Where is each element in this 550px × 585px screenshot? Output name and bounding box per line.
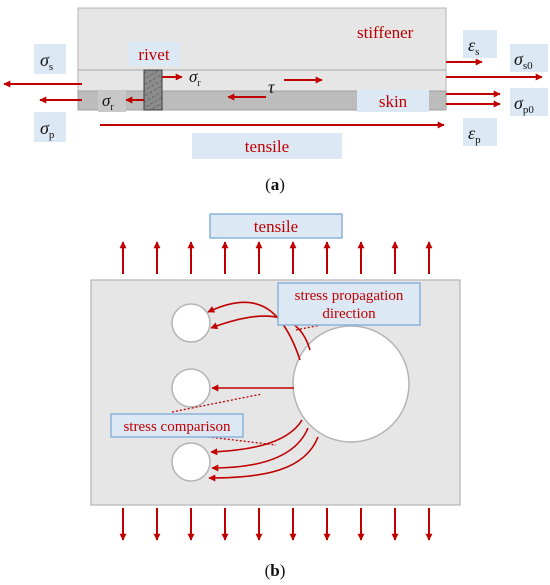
tensile-label-box-a bbox=[192, 133, 342, 159]
rivet-label-box bbox=[128, 42, 180, 66]
sigma-s0-box bbox=[510, 44, 548, 72]
tensile-label-box-b bbox=[209, 213, 343, 239]
leader-comparison-top bbox=[171, 393, 263, 413]
sigma-p0-symbol: σp0 bbox=[514, 93, 534, 116]
eps-p-symbol: εp bbox=[468, 123, 481, 146]
stiffener-label: stiffener bbox=[357, 23, 414, 42]
skin-label-box bbox=[357, 90, 429, 112]
panel-a: stiffener rivet skin σs σp σr σr τ bbox=[3, 7, 548, 194]
propagation-curve-5 bbox=[211, 427, 309, 472]
large-hole bbox=[292, 325, 410, 443]
propagation-label-line1: stress propagation bbox=[295, 288, 404, 304]
tensile-label-a: tensile bbox=[245, 137, 289, 156]
sigma-p-symbol: σp bbox=[40, 118, 55, 141]
eps-p-box bbox=[463, 118, 497, 146]
rivet bbox=[143, 69, 163, 111]
tau-symbol: τ bbox=[268, 77, 275, 97]
sigma-r-left-symbol: σr bbox=[102, 91, 114, 113]
sigma-s0-symbol: σs0 bbox=[514, 49, 533, 72]
eps-s-symbol: εs bbox=[468, 35, 479, 58]
caption-b: (b) bbox=[265, 561, 286, 580]
sigma-p-box bbox=[34, 112, 66, 142]
propagation-curve-6 bbox=[208, 436, 319, 482]
small-hole-top bbox=[171, 303, 211, 343]
rivet-label: rivet bbox=[138, 45, 169, 64]
propagation-curve-4 bbox=[210, 419, 303, 456]
skin-label: skin bbox=[379, 92, 408, 111]
comparison-label: stress comparison bbox=[123, 419, 231, 435]
sigma-r-left-box bbox=[98, 90, 126, 112]
propagation-curve-1 bbox=[207, 301, 301, 361]
panel-b: tensile bbox=[90, 213, 461, 580]
sigma-s-box bbox=[34, 44, 66, 74]
caption-a: (a) bbox=[265, 175, 285, 194]
comparison-label-box bbox=[110, 413, 244, 438]
eps-s-box bbox=[463, 30, 497, 58]
sigma-p0-box bbox=[510, 88, 548, 116]
propagation-label-box bbox=[277, 282, 421, 326]
small-hole-bottom bbox=[171, 442, 211, 482]
sigma-r-right-symbol: σr bbox=[189, 67, 201, 89]
tensile-label-b: tensile bbox=[254, 217, 298, 236]
sigma-s-symbol: σs bbox=[40, 50, 53, 73]
small-hole-middle bbox=[171, 368, 211, 408]
top-arrows bbox=[119, 241, 433, 274]
bottom-arrows bbox=[119, 508, 433, 541]
propagation-label-line2: direction bbox=[322, 306, 376, 322]
